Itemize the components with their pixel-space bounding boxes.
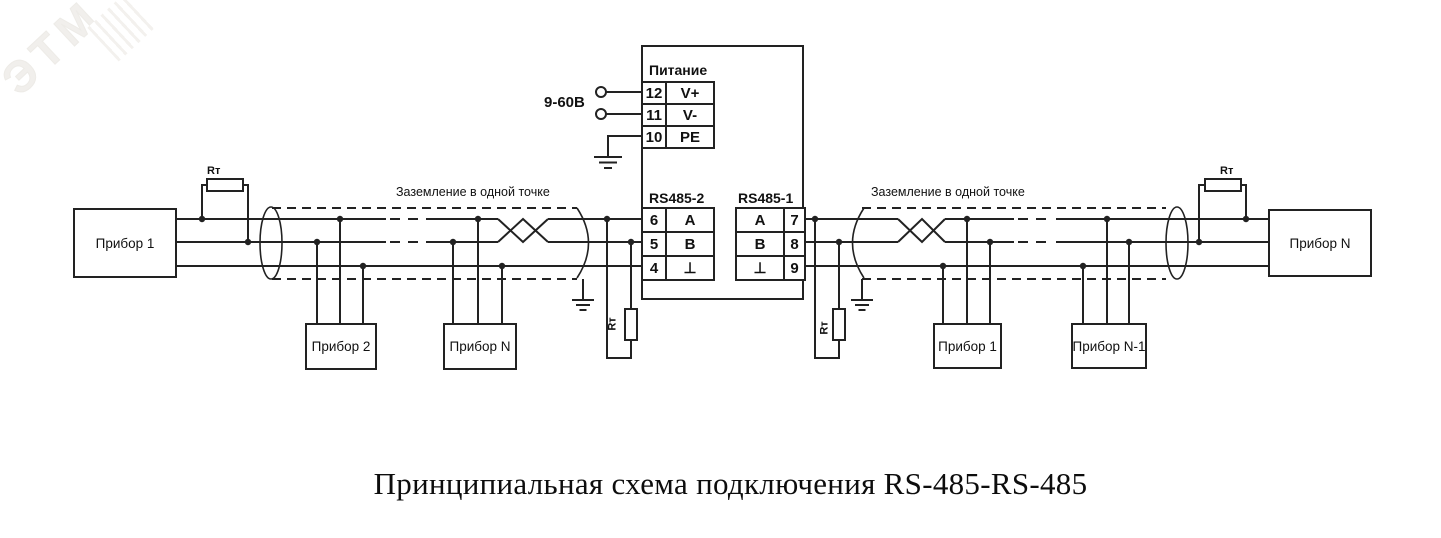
power-terminal-circle-minus [595, 108, 607, 120]
rt-label-left-end: Rт [207, 165, 221, 177]
twist-crossing-right-2 [897, 217, 946, 243]
terminal-num-10: 10 [641, 125, 667, 149]
shield-earth-right [851, 279, 873, 311]
shield-ground-label-right: Заземление в одной точке [871, 185, 1025, 199]
terminal-num-6: 6 [641, 207, 667, 233]
terminal-num-11: 11 [641, 103, 667, 127]
terminal-row-12: 12 V+ [641, 81, 715, 105]
cable-shield-ellipse-left [259, 206, 283, 280]
right-bus [804, 206, 1268, 280]
terminal-row-7: A 7 [735, 207, 806, 233]
termination-resistor-left-end [198, 178, 252, 246]
twist-crossing-right-1 [897, 218, 946, 244]
terminal-num-4: 4 [641, 255, 667, 281]
termination-resistor-left-device [603, 215, 638, 359]
shield-dashed-right [862, 207, 1166, 280]
device-pribor-n-left: Прибор N [443, 323, 517, 370]
terminal-name-gnd2: ⊥ [665, 255, 715, 281]
twist-crossing-left-1 [497, 218, 549, 244]
device-pribor-n-1: Прибор N-1 [1071, 323, 1147, 369]
terminal-num-7: 7 [783, 207, 806, 233]
rs485-2-label: RS485-2 [649, 190, 705, 206]
right-drop-taps [939, 215, 1133, 323]
cable-shield-ellipse-right [1165, 206, 1189, 280]
terminal-row-5: 5 B [641, 231, 715, 257]
supply-voltage-label: 9-60В [544, 94, 585, 111]
terminal-name-a2: A [665, 207, 715, 233]
terminal-name-gnd1: ⊥ [735, 255, 785, 281]
termination-resistor-right-device [811, 215, 846, 359]
terminal-name-b1: B [735, 231, 785, 257]
left-bus [177, 206, 641, 280]
pe-earth-wire [607, 135, 641, 157]
terminal-row-8: B 8 [735, 231, 806, 257]
terminal-row-11: 11 V- [641, 103, 715, 127]
device-pribor-n-right: Прибор N [1268, 209, 1372, 277]
rs485-1-label: RS485-1 [738, 190, 794, 206]
terminal-row-4: 4 ⊥ [641, 255, 715, 281]
terminal-row-6: 6 A [641, 207, 715, 233]
diagram-caption: Принципиальная схема подключения RS-485-… [373, 466, 1088, 501]
shield-dashed-left [272, 207, 577, 280]
power-terminal-block: 12 V+ 11 V- 10 PE [641, 81, 715, 149]
terminal-row-10: 10 PE [641, 125, 715, 149]
device-pribor-1-left: Прибор 1 [73, 208, 177, 278]
rt-label-right-device: Rт [818, 321, 831, 335]
terminal-row-9: ⊥ 9 [735, 255, 806, 281]
device-pribor-2: Прибор 2 [305, 323, 377, 370]
termination-resistor-right-end [1195, 178, 1250, 246]
terminal-num-12: 12 [641, 81, 667, 105]
terminal-name-a1: A [735, 207, 785, 233]
terminal-num-8: 8 [783, 231, 806, 257]
power-terminal-circle-plus [595, 86, 607, 98]
device-pribor-1-right: Прибор 1 [933, 323, 1002, 369]
terminal-name-vplus: V+ [665, 81, 715, 105]
terminal-num-5: 5 [641, 231, 667, 257]
terminal-name-vminus: V- [665, 103, 715, 127]
pe-earth-symbol [594, 156, 622, 169]
terminal-name-b2: B [665, 231, 715, 257]
power-block-label: Питание [649, 62, 708, 78]
twist-crossing-left-2 [497, 217, 549, 243]
shield-earth-left [572, 279, 594, 311]
rt-label-right-end: Rт [1220, 165, 1234, 177]
terminal-num-9: 9 [783, 255, 806, 281]
shield-ground-label-left: Заземление в одной точке [396, 185, 550, 199]
terminal-name-pe: PE [665, 125, 715, 149]
rs485-2-terminal-block: 6 A 5 B 4 ⊥ [641, 207, 715, 281]
rs485-1-terminal-block: A 7 B 8 ⊥ 9 [735, 207, 806, 281]
cable-shield-arc-right [851, 207, 865, 279]
rt-label-left-device: Rт [606, 317, 619, 331]
left-drop-taps [313, 215, 506, 323]
cable-shield-arc-left [576, 207, 590, 279]
